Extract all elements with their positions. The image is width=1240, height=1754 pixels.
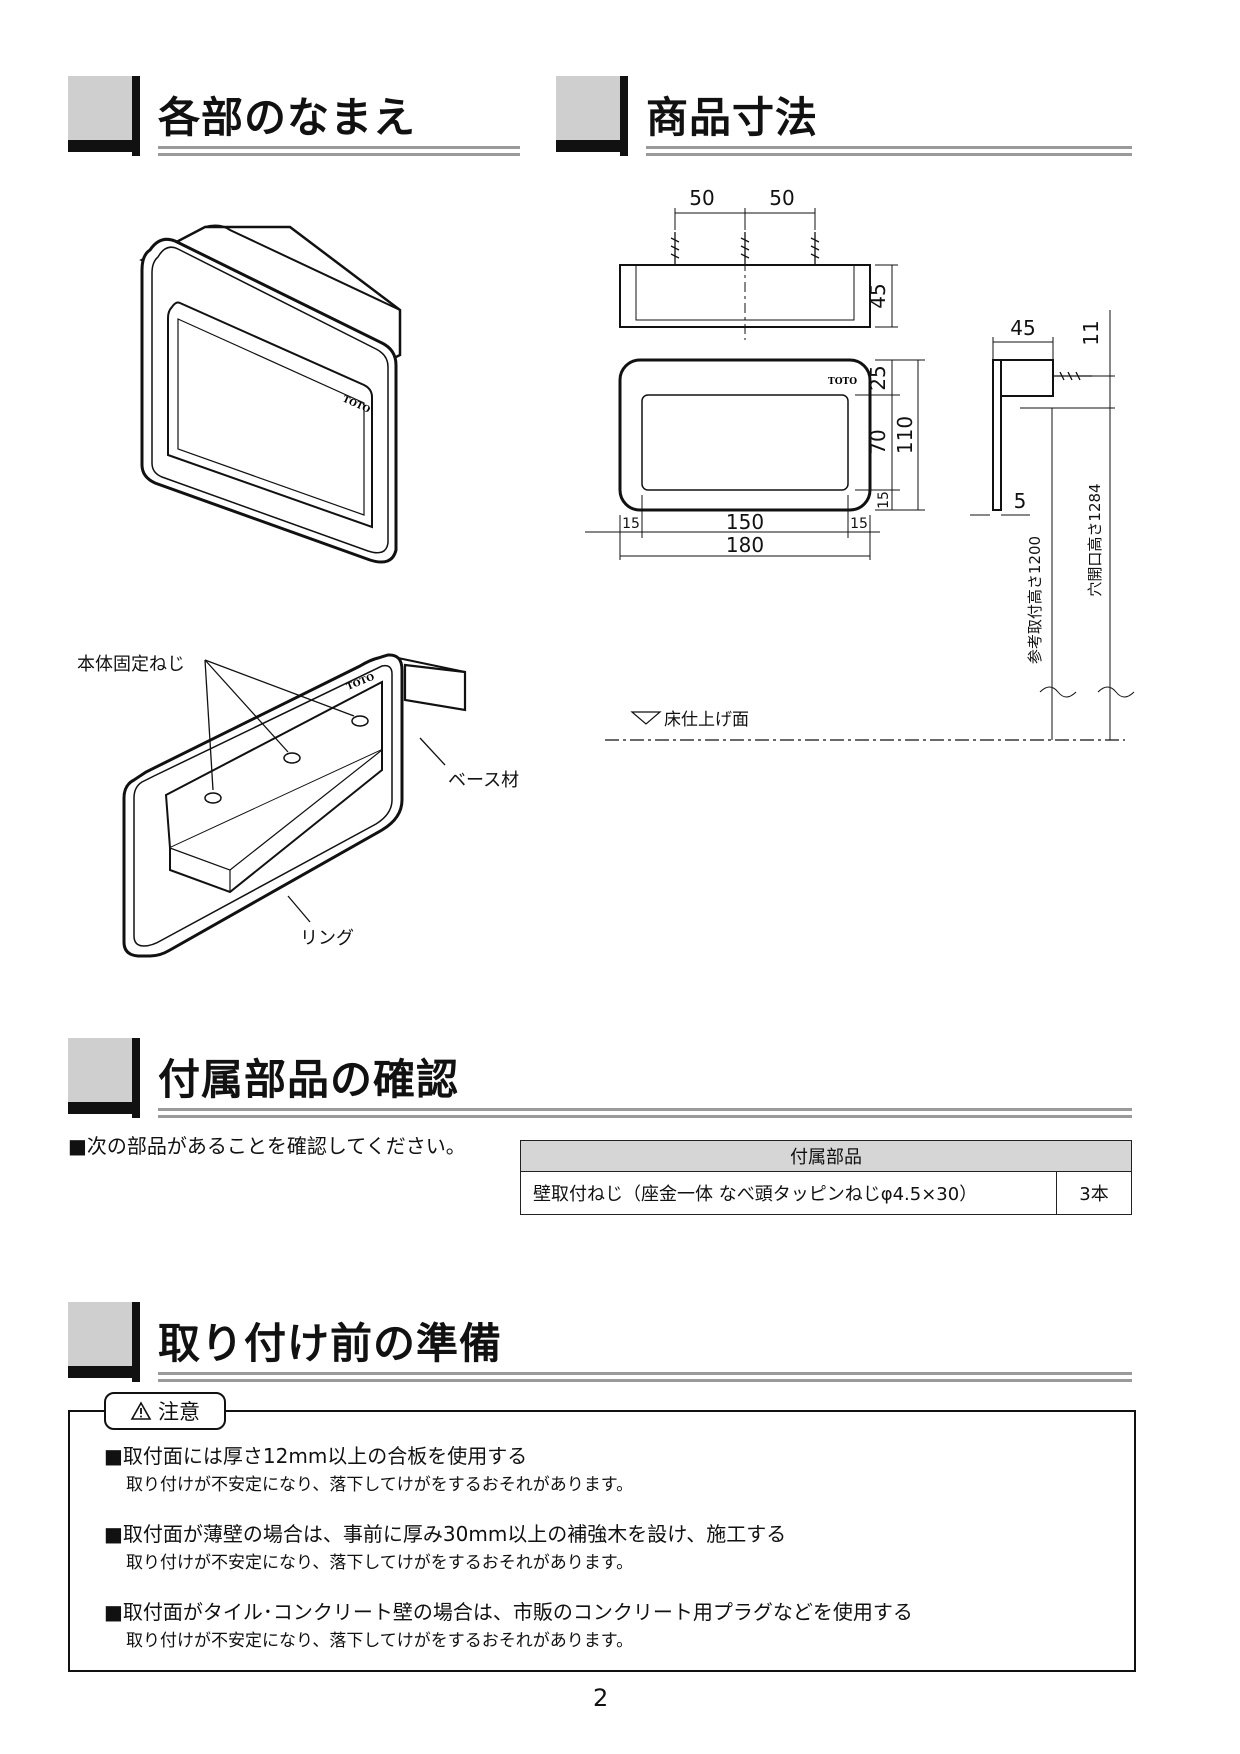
section-title: 取り付け前の準備 <box>158 1319 503 1368</box>
parts-table: 付属部品 壁取付ねじ（座金一体 なべ頭タッピンねじφ4.5×30） 3本 <box>520 1140 1132 1215</box>
dim-side-depth: 45 <box>1010 316 1035 340</box>
header-block-bar <box>68 1366 140 1378</box>
screw-hole <box>204 792 222 804</box>
section-header-prep: 取り付け前の準備 <box>68 1302 1132 1392</box>
section-header-dimensions: 商品寸法 <box>556 76 1132 166</box>
caution-item-detail: 取り付けが不安定になり、落下してけがをするおそれがあります。 <box>126 1631 634 1651</box>
caution-item-title: ■取付面が薄壁の場合は、事前に厚み30mm以上の補強木を設け、施工する <box>104 1522 787 1546</box>
header-block <box>68 1038 132 1102</box>
header-block <box>556 76 620 140</box>
caution-box: 注意 ■取付面には厚さ12mm以上の合板を使用する 取り付けが不安定になり、落下… <box>68 1392 1136 1672</box>
label-body-screws: 本体固定ねじ <box>77 654 185 675</box>
warning-icon <box>130 1401 152 1420</box>
screw-hole <box>283 752 301 764</box>
page-number: 2 <box>593 1684 609 1712</box>
parts-item-qty: 3本 <box>1056 1171 1132 1215</box>
header-block-bar <box>68 140 140 152</box>
dim-right-margin: 15 <box>850 516 868 532</box>
header-block-bar <box>132 76 140 156</box>
parts-table-header: 付属部品 <box>520 1140 1132 1172</box>
section-title: 商品寸法 <box>646 93 819 142</box>
caution-tag-label: 注意 <box>158 1400 200 1424</box>
header-block-bar <box>620 76 628 156</box>
header-block-bar <box>68 1102 140 1114</box>
table-row: 壁取付ねじ（座金一体 なべ頭タッピンねじφ4.5×30） 3本 <box>520 1171 1132 1215</box>
section-header-names: 各部のなまえ <box>68 76 520 166</box>
dim-top-spacing-left: 50 <box>689 186 714 210</box>
section-title: 付属部品の確認 <box>158 1055 460 1104</box>
caution-item-title: ■取付面には厚さ12mm以上の合板を使用する <box>104 1444 528 1468</box>
brand-logo-text: TOTO <box>828 377 857 387</box>
section-header-parts: 付属部品の確認 <box>68 1038 1132 1128</box>
dim-opening-width: 150 <box>726 510 764 534</box>
product-perspective-illustration: TOTO <box>139 224 402 564</box>
label-floor: 床仕上げ面 <box>664 710 749 730</box>
caution-item-title: ■取付面がタイル･コンクリート壁の場合は、市販のコンクリート用プラグなどを使用す… <box>104 1600 913 1624</box>
header-block-bar <box>556 140 628 152</box>
dimension-drawing: 50 50 45 TOTO 25 70 110 15 15 150 15 180… <box>585 186 1135 741</box>
header-rule <box>158 146 520 149</box>
header-block <box>68 76 132 140</box>
label-base: ベース材 <box>448 770 520 791</box>
dim-top-spacing-right: 50 <box>769 186 794 210</box>
dim-bottom-margin: 15 <box>876 491 892 509</box>
caution-item-detail: 取り付けが不安定になり、落下してけがをするおそれがあります。 <box>126 1553 634 1573</box>
dim-hole-height: 穴開口高さ1284 <box>1086 483 1104 596</box>
header-block-bar <box>132 1038 140 1118</box>
dim-top-margin: 25 <box>866 365 890 390</box>
header-block-bar <box>132 1302 140 1382</box>
caution-tag: 注意 <box>104 1392 226 1430</box>
dim-left-margin: 15 <box>622 516 640 532</box>
header-rule <box>158 1379 1132 1382</box>
header-rule <box>158 1372 1132 1375</box>
parts-item-name: 壁取付ねじ（座金一体 なべ頭タッピンねじφ4.5×30） <box>520 1171 1057 1215</box>
product-back-illustration: TOTO <box>122 653 467 958</box>
dim-side-thickness: 5 <box>1014 489 1027 513</box>
dim-ref-height: 参考取付高さ1200 <box>1026 536 1044 664</box>
header-block <box>68 1302 132 1366</box>
header-rule <box>646 153 1132 156</box>
caution-item-detail: 取り付けが不安定になり、落下してけがをするおそれがあります。 <box>126 1475 634 1495</box>
header-rule <box>158 1115 1132 1118</box>
dim-depth: 45 <box>866 283 890 308</box>
dim-total-height: 110 <box>893 416 917 454</box>
header-rule <box>646 146 1132 149</box>
dim-opening-height: 70 <box>866 429 890 454</box>
dim-total-width: 180 <box>726 533 764 557</box>
header-rule <box>158 1108 1132 1111</box>
header-rule <box>158 153 520 156</box>
label-ring: リング <box>300 928 354 949</box>
section-title: 各部のなまえ <box>158 93 417 142</box>
parts-intro: ■次の部品があることを確認してください。 <box>68 1134 466 1158</box>
screw-hole <box>351 715 369 727</box>
dim-side-top: 11 <box>1079 320 1103 345</box>
